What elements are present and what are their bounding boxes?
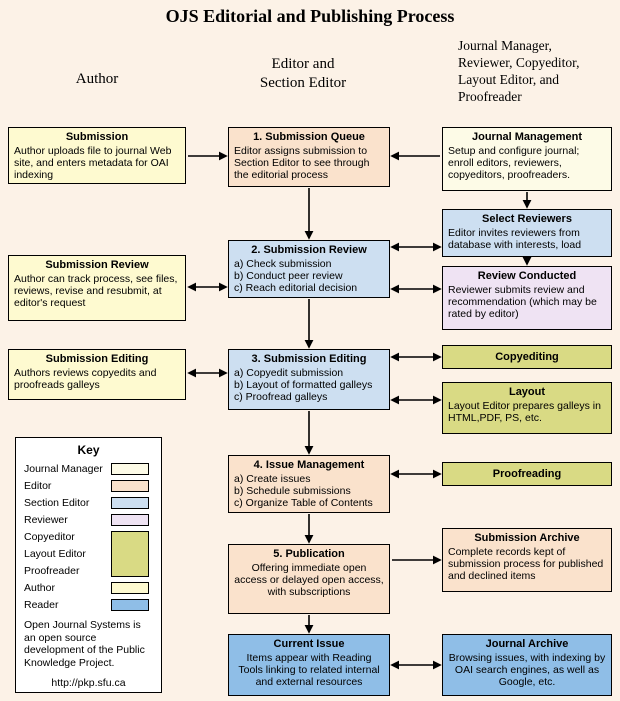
box-body: Authors reviews copyedits and proofreads… [14, 366, 157, 392]
reviewer-swatch [111, 513, 149, 526]
box-body: Browsing issues, with indexing by OAI se… [448, 651, 606, 689]
column-header-author: Author [75, 71, 119, 87]
box-body: Author uploads file to journal Web site,… [14, 144, 172, 182]
box-journal-management: Journal Management Setup and configure j… [442, 127, 612, 191]
box-title: Submission Editing [45, 353, 149, 365]
legend-label: Author [24, 581, 55, 594]
box-title: 5. Publication [273, 548, 345, 560]
box-body: Reviewer submits review and recommendati… [448, 283, 597, 321]
box-title: Current Issue [273, 638, 345, 650]
journal-manager-swatch [111, 462, 149, 475]
box-layout: Layout Layout Editor prepares galleys in… [442, 382, 612, 434]
copyeditor-group-swatch [111, 530, 149, 577]
box-body: Offering immediate open access or delaye… [234, 561, 384, 599]
box-issue-management: 4. Issue Management a) Create issues b) … [228, 455, 390, 513]
box-body: Layout Editor prepares galleys in HTML,P… [448, 399, 601, 425]
box-title: Submission Archive [474, 532, 580, 544]
legend-note: Open Journal Systems is an open source d… [24, 619, 145, 669]
box-journal-archive: Journal Archive Browsing issues, with in… [442, 634, 612, 696]
box-current-issue: Current Issue Items appear with Reading … [228, 634, 390, 696]
legend-row-editor: Editor [24, 477, 153, 494]
box-body: Editor assigns submission to Section Edi… [234, 144, 370, 182]
box-title: Review Conducted [477, 270, 577, 282]
legend-key: Key Journal Manager Editor Section Edito… [15, 437, 162, 693]
box-copyediting: Copyediting [442, 345, 612, 369]
box-submission-archive: Submission Archive Complete records kept… [442, 528, 612, 592]
box-submission-queue: 1. Submission Queue Editor assigns submi… [228, 127, 390, 187]
box-body: Setup and configure journal; enroll edit… [448, 144, 580, 182]
box-title: Submission Review [45, 259, 149, 271]
legend-label: Reader [24, 598, 59, 611]
box-select-reviewers: Select Reviewers Editor invites reviewer… [442, 209, 612, 257]
author-swatch [111, 581, 149, 594]
legend-label: Layout Editor [24, 547, 86, 560]
section-editor-swatch [111, 496, 149, 509]
legend-group-copyeditors: Copyeditor Layout Editor Proofreader [24, 528, 153, 579]
box-title: Layout [508, 386, 546, 398]
box-title: Submission [65, 131, 129, 143]
legend-group-labels: Copyeditor Layout Editor Proofreader [24, 528, 86, 579]
box-submission-editing: 3. Submission Editing a) Copyedit submis… [228, 349, 390, 410]
legend-label: Copyeditor [24, 530, 75, 543]
legend-label: Section Editor [24, 496, 90, 509]
box-body: a) Create issues b) Schedule submissions… [234, 472, 373, 510]
box-body: Items appear with Reading Tools linking … [238, 651, 380, 689]
box-proofreading: Proofreading [442, 462, 612, 486]
reader-swatch [111, 598, 149, 611]
box-title: 1. Submission Queue [253, 131, 365, 143]
box-body: Editor invites reviewers from database w… [448, 226, 582, 252]
box-author-submission-editing: Submission Editing Authors reviews copye… [8, 349, 186, 400]
legend-label: Journal Manager [24, 462, 103, 475]
pkp-url: http://pkp.sfu.ca [51, 677, 126, 690]
box-title: Journal Management [471, 131, 583, 143]
box-review-conducted: Review Conducted Reviewer submits review… [442, 266, 612, 330]
box-publication: 5. Publication Offering immediate open a… [228, 544, 390, 614]
box-body: Complete records kept of submission proc… [448, 545, 604, 583]
legend-label: Proofreader [24, 564, 80, 577]
legend-row-reviewer: Reviewer [24, 511, 153, 528]
box-body: a) Check submission b) Conduct peer revi… [234, 257, 358, 295]
box-submission: Submission Author uploads file to journa… [8, 127, 186, 184]
legend-row-section-editor: Section Editor [24, 494, 153, 511]
box-body: a) Copyedit submission b) Layout of form… [234, 366, 373, 404]
box-title: 4. Issue Management [253, 459, 365, 471]
box-author-submission-review: Submission Review Author can track proce… [8, 255, 186, 321]
box-title: Proofreading [492, 467, 562, 480]
legend-row-author: Author [24, 579, 153, 596]
box-body: Author can track process, see files, rev… [14, 272, 178, 310]
page-title: OJS Editorial and Publishing Process [165, 6, 455, 26]
box-title: Copyediting [495, 350, 559, 363]
legend-row-reader: Reader [24, 596, 153, 613]
box-title: 2. Submission Review [251, 244, 367, 256]
legend-row-journal-manager: Journal Manager [24, 460, 153, 477]
box-title: Journal Archive [485, 638, 569, 650]
box-title: Select Reviewers [482, 213, 572, 225]
box-title: 3. Submission Editing [251, 353, 367, 365]
legend-label: Editor [24, 479, 52, 492]
legend-title: Key [77, 443, 100, 457]
column-header-editor: Editor and Section Editor [259, 56, 347, 91]
legend-label: Reviewer [24, 513, 68, 526]
column-header-manager: Journal Manager, Reviewer, Copyeditor, L… [458, 38, 580, 104]
editor-swatch [111, 479, 149, 492]
box-submission-review: 2. Submission Review a) Check submission… [228, 240, 390, 298]
